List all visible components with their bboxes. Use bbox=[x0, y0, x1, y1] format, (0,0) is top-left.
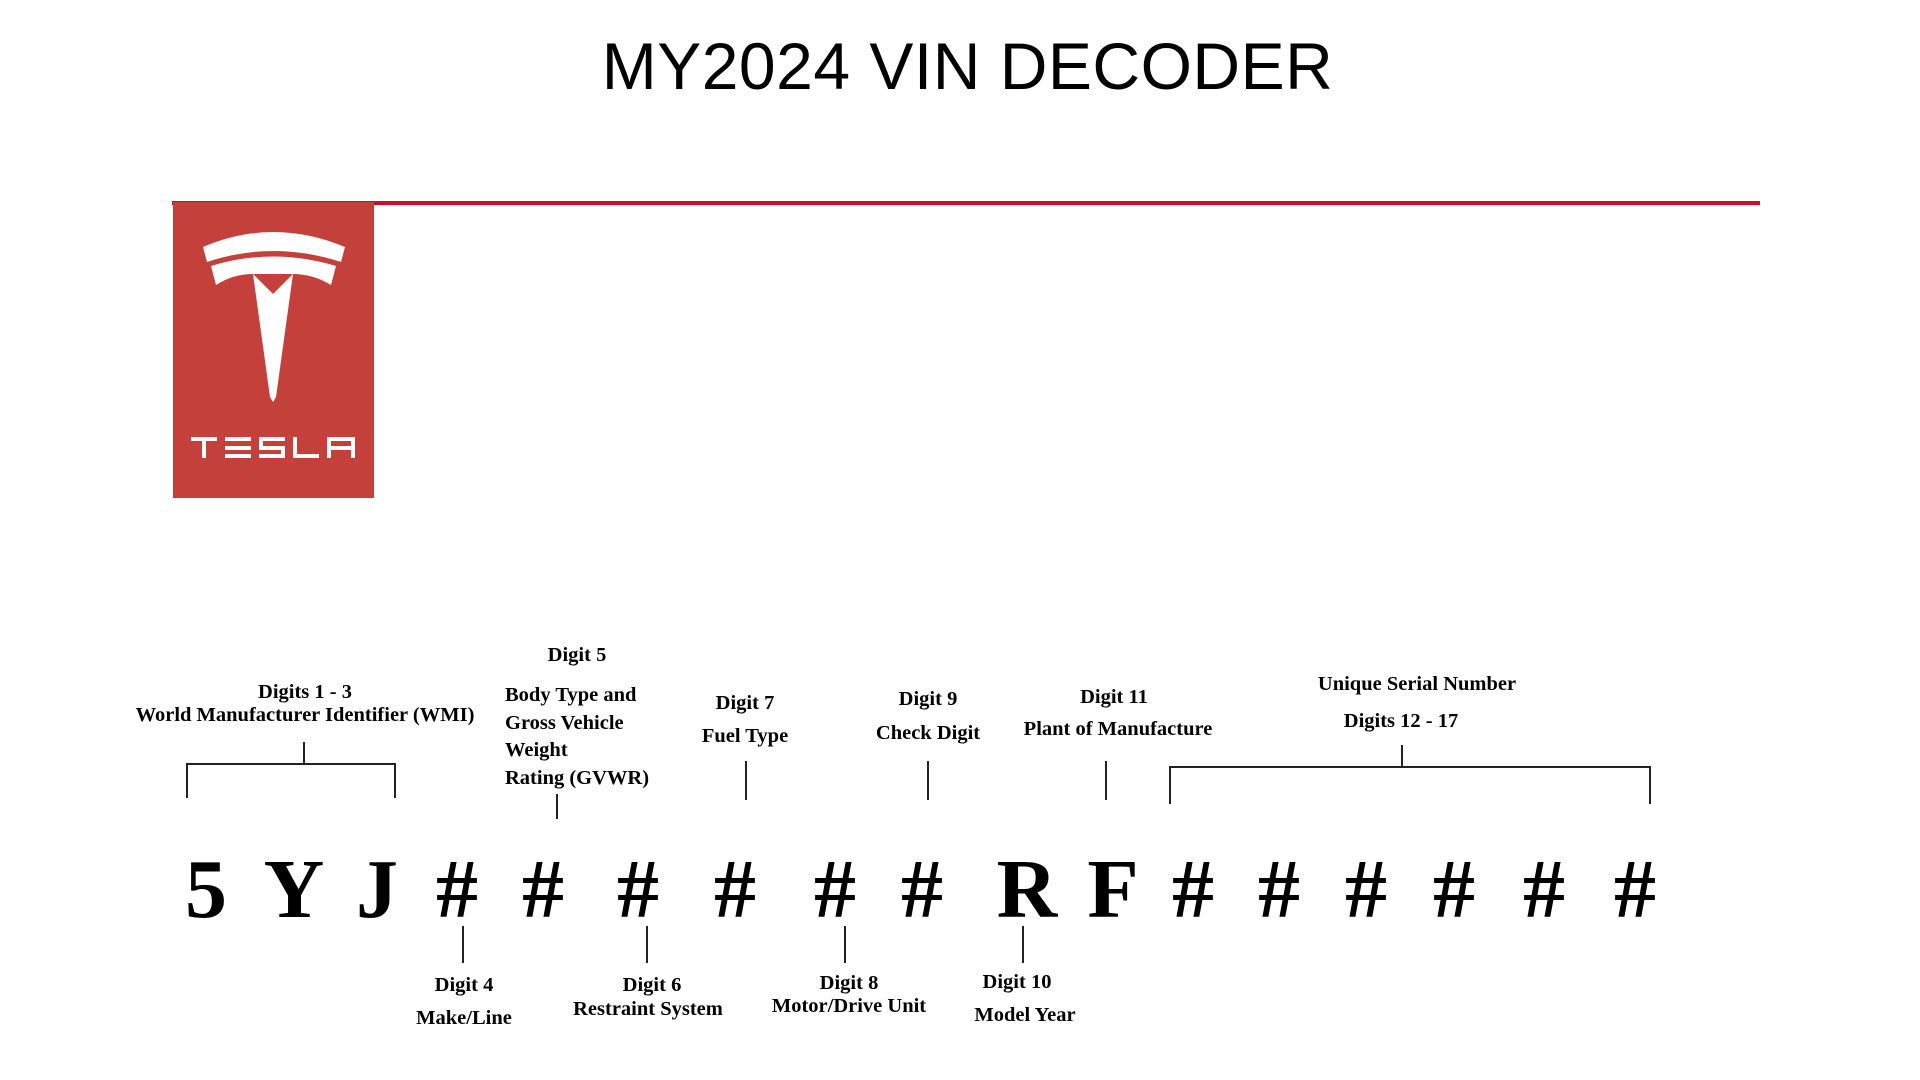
serial-bracket bbox=[1169, 766, 1650, 768]
vin-char-12: # bbox=[1172, 843, 1214, 936]
digit6-pointer bbox=[646, 926, 648, 963]
vin-char-6: # bbox=[617, 843, 659, 936]
wmi-bracket-tick bbox=[303, 742, 305, 763]
tesla-t-icon bbox=[191, 232, 355, 458]
digit10-pointer bbox=[1022, 926, 1024, 963]
digit5-desc-line: Rating (GVWR) bbox=[505, 766, 650, 789]
wmi-bracket-left bbox=[186, 763, 188, 798]
digit5-pointer bbox=[556, 794, 558, 819]
serial-bracket-right bbox=[1649, 766, 1651, 804]
serial-bracket-tick bbox=[1401, 745, 1403, 766]
digit5-desc: Body Type and Gross Vehicle Weight Ratin… bbox=[505, 682, 649, 792]
wmi-desc: World Manufacturer Identifier (WMI) bbox=[135, 704, 475, 726]
wmi-bracket bbox=[186, 763, 395, 765]
serial-desc: Digits 12 - 17 bbox=[1343, 710, 1459, 732]
vin-char-2: Y bbox=[263, 843, 325, 936]
digit7-title: Digit 7 bbox=[715, 692, 775, 714]
digit11-title: Digit 11 bbox=[1080, 686, 1148, 708]
vin-char-16: # bbox=[1523, 843, 1565, 936]
tesla-logo bbox=[173, 202, 374, 498]
vin-char-10: R bbox=[996, 843, 1058, 936]
digit9-pointer bbox=[927, 761, 929, 800]
digit7-pointer bbox=[745, 761, 747, 800]
serial-bracket-left bbox=[1169, 766, 1171, 804]
page-title: MY2024 VIN DECODER bbox=[601, 29, 1334, 103]
digit8-title: Digit 8 bbox=[819, 972, 879, 994]
digit9-desc: Check Digit bbox=[875, 722, 981, 744]
digit5-desc-line: Body Type and bbox=[505, 684, 637, 706]
serial-title: Unique Serial Number bbox=[1317, 673, 1517, 695]
digit10-desc: Model Year bbox=[974, 1004, 1076, 1026]
vin-char-1: 5 bbox=[185, 843, 227, 936]
vin-char-4: # bbox=[436, 843, 478, 936]
vin-char-17: # bbox=[1614, 843, 1656, 936]
vin-char-11: F bbox=[1087, 843, 1139, 936]
digit4-desc: Make/Line bbox=[416, 1007, 512, 1029]
digit10-title: Digit 10 bbox=[982, 971, 1052, 993]
digit11-pointer bbox=[1105, 761, 1107, 800]
digit11-desc: Plant of Manufacture bbox=[1023, 718, 1213, 740]
digit5-desc-line: Gross Vehicle bbox=[505, 711, 624, 734]
vin-char-15: # bbox=[1433, 843, 1475, 936]
digit5-title: Digit 5 bbox=[547, 644, 607, 666]
digit4-pointer bbox=[462, 926, 464, 963]
vin-char-8: # bbox=[814, 843, 856, 936]
vin-char-5: # bbox=[522, 843, 564, 936]
wmi-bracket-right bbox=[394, 763, 396, 798]
digit6-desc: Restraint System bbox=[573, 998, 723, 1020]
digit8-pointer bbox=[844, 926, 846, 963]
wmi-title: Digits 1 - 3 bbox=[258, 681, 352, 703]
vin-char-9: # bbox=[901, 843, 943, 936]
digit5-desc-line: Weight bbox=[505, 739, 568, 761]
vin-char-14: # bbox=[1345, 843, 1387, 936]
digit9-title: Digit 9 bbox=[898, 688, 958, 710]
vin-char-7: # bbox=[714, 843, 756, 936]
vin-char-3: J bbox=[356, 843, 398, 936]
accent-divider bbox=[172, 201, 1760, 205]
vin-char-13: # bbox=[1258, 843, 1300, 936]
digit4-title: Digit 4 bbox=[434, 974, 494, 996]
digit7-desc: Fuel Type bbox=[701, 725, 789, 747]
digit8-desc: Motor/Drive Unit bbox=[771, 995, 927, 1017]
digit6-title: Digit 6 bbox=[622, 974, 682, 996]
